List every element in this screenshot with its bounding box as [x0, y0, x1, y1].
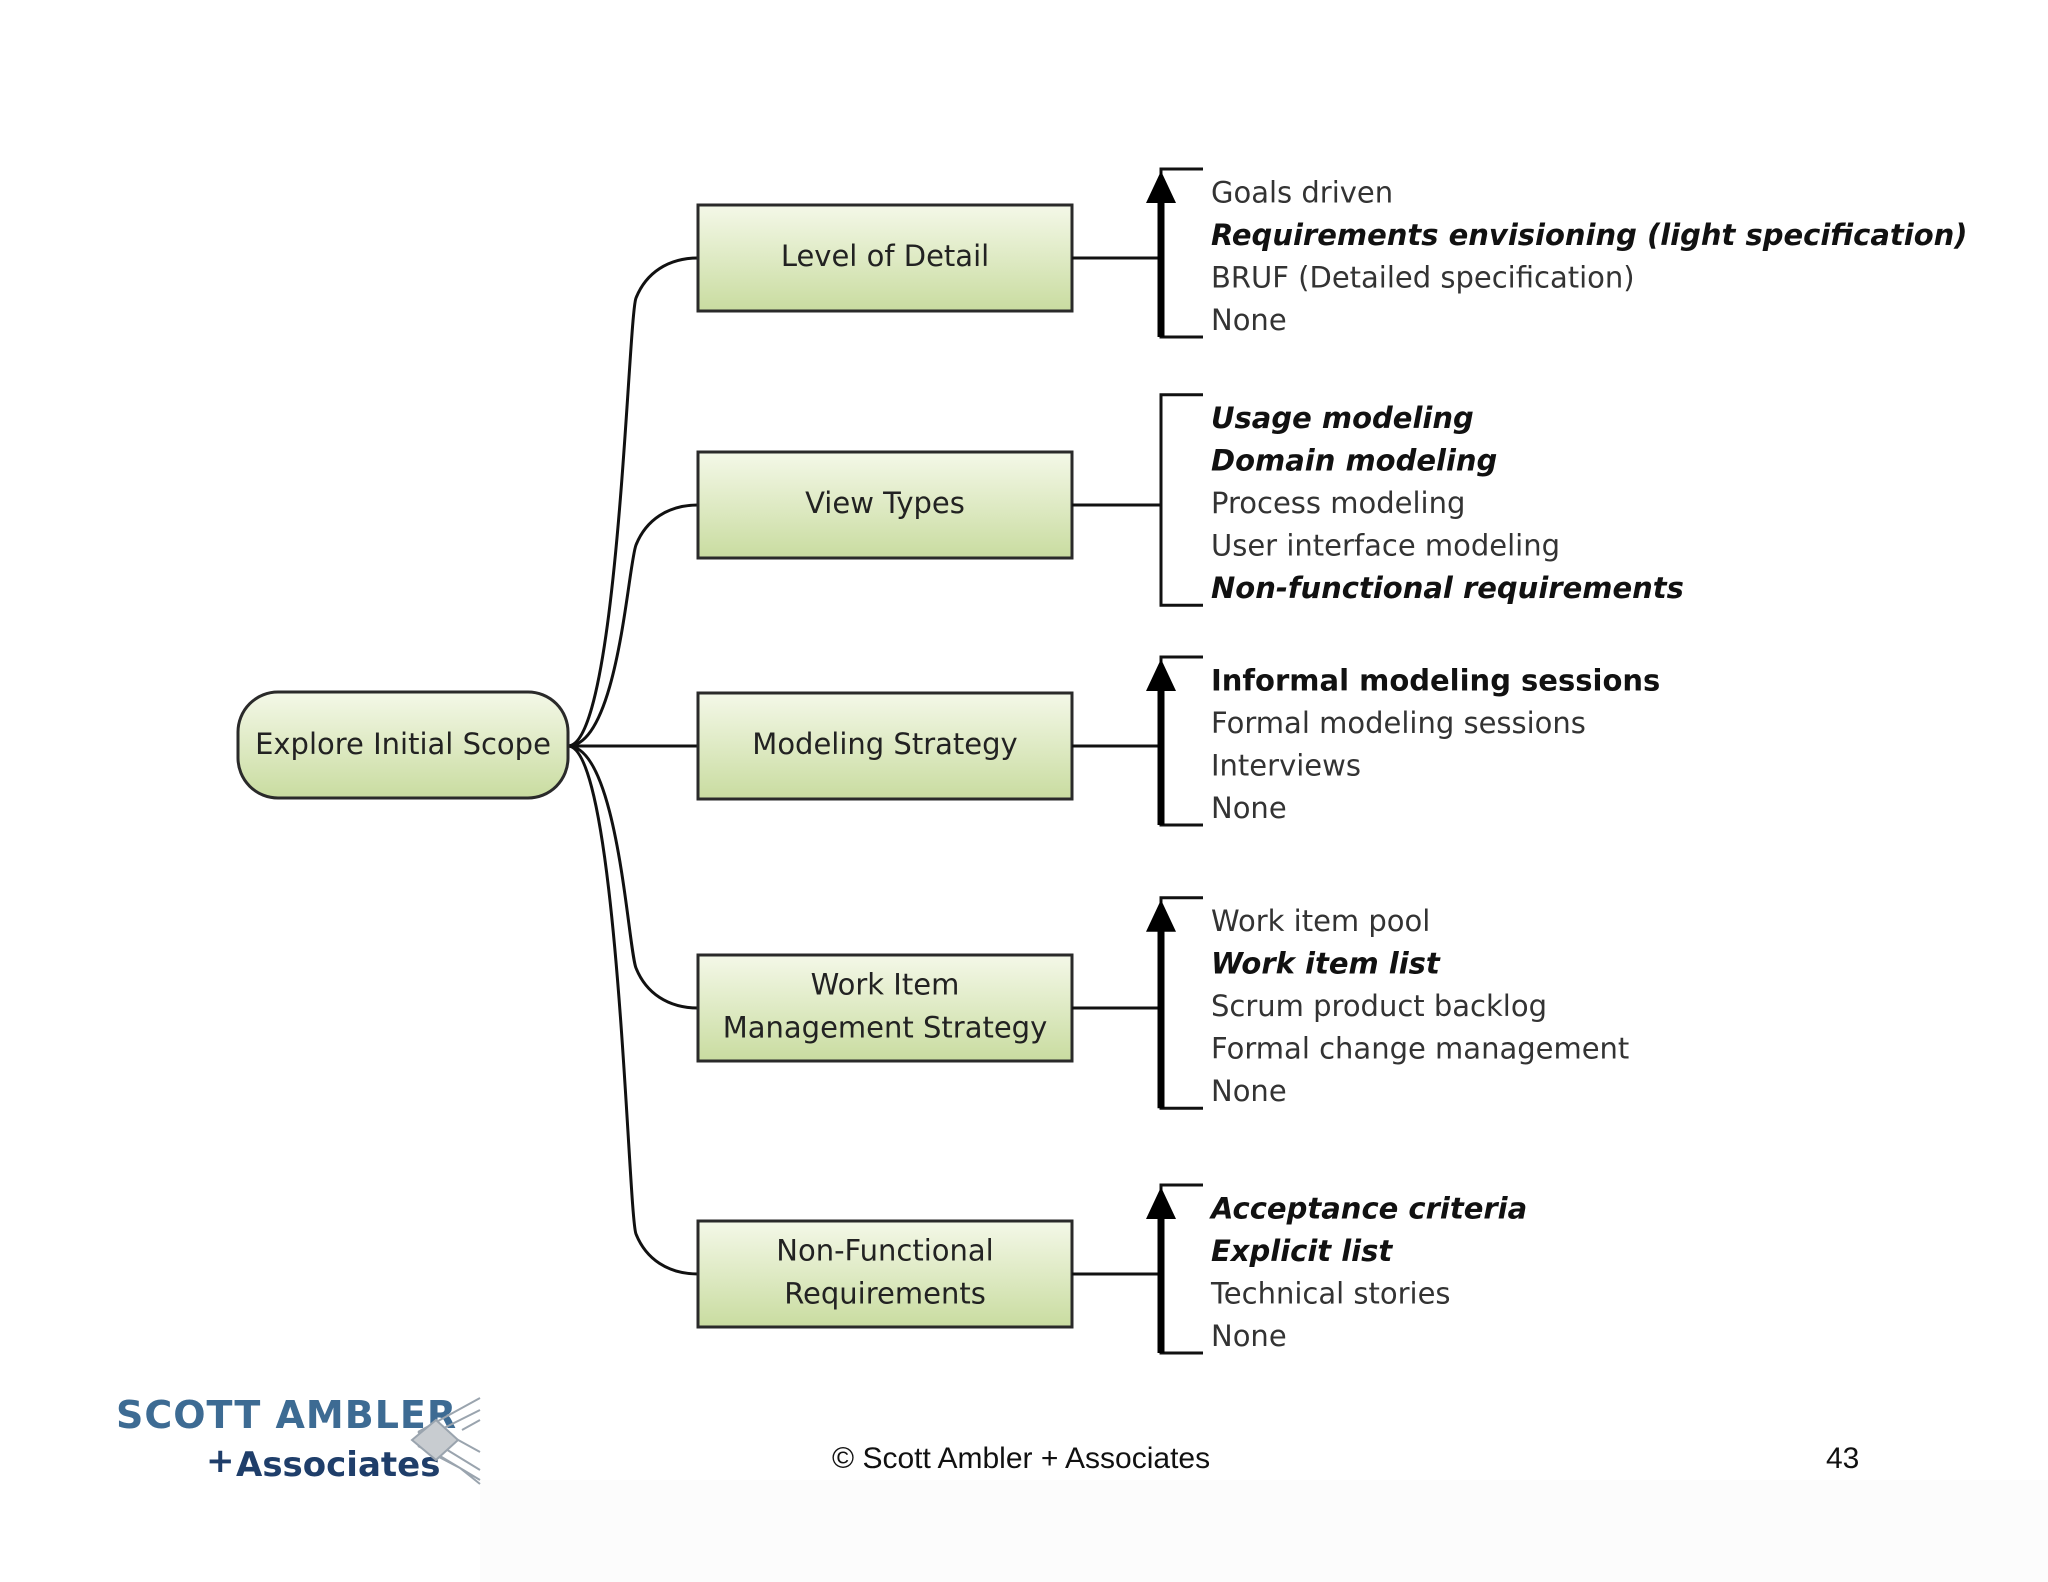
- company-logo: SCOTT AMBLER + Associates: [116, 1393, 481, 1485]
- option-5-3: Technical stories: [1210, 1276, 1451, 1310]
- option-1-1: Goals driven: [1211, 175, 1393, 209]
- option-4-3: Scrum product backlog: [1211, 989, 1547, 1023]
- decision-point-3: Modeling Strategy Informal modeling sessi…: [696, 655, 1660, 827]
- option-2-4: User interface modeling: [1211, 529, 1560, 563]
- connector-1: [567, 256, 699, 748]
- option-3-1: Informal modeling sessions: [1211, 663, 1660, 697]
- connector-4: [567, 744, 699, 1010]
- option-2-2: Domain modeling: [1211, 444, 1497, 478]
- preference-arrow-head-5: [1146, 1187, 1176, 1219]
- option-2-3: Process modeling: [1211, 486, 1465, 520]
- preference-arrow-head-4: [1146, 899, 1176, 932]
- decision-label-4-line-2: Management Strategy: [723, 1011, 1048, 1045]
- option-1-3: BRUF (Detailed specification): [1211, 260, 1635, 294]
- option-4-2: Work item list: [1211, 947, 1441, 981]
- logo-plus-text: +: [206, 1441, 235, 1481]
- decision-box-1: [696, 203, 1074, 313]
- root-node-label: Explore Initial Scope: [255, 727, 551, 761]
- page-number: 43: [1826, 1442, 1859, 1475]
- preference-arrow-head-3: [1146, 659, 1176, 691]
- root-node: Explore Initial Scope: [236, 690, 570, 800]
- option-5-4: None: [1211, 1319, 1287, 1353]
- options-bracket-2: [1159, 393, 1203, 607]
- option-5-1: Acceptance criteria: [1209, 1191, 1527, 1225]
- option-2-1: Usage modeling: [1211, 401, 1474, 435]
- option-1-4: None: [1211, 303, 1287, 337]
- copyright-text: © Scott Ambler + Associates: [832, 1442, 1210, 1475]
- connector-5: [567, 744, 699, 1276]
- decision-label-3-line-1: Modeling Strategy: [752, 727, 1017, 761]
- option-2-5: Non-functional requirements: [1211, 571, 1684, 605]
- decision-box-2: [696, 450, 1074, 560]
- decision-label-5-line-2: Requirements: [784, 1277, 986, 1311]
- decision-label-4-line-1: Work Item: [811, 968, 960, 1002]
- option-3-4: None: [1211, 791, 1287, 825]
- decision-label-1-line-1: Level of Detail: [781, 239, 989, 273]
- root-connectors: [567, 256, 699, 1276]
- root-node-box: [236, 690, 570, 800]
- decision-points: Level of Detail Goals drivenRequirements …: [696, 167, 1968, 1355]
- option-4-1: Work item pool: [1211, 904, 1430, 938]
- decision-point-1: Level of Detail Goals drivenRequirements …: [696, 167, 1968, 339]
- connector-2: [567, 503, 699, 748]
- option-3-2: Formal modeling sessions: [1211, 706, 1586, 740]
- option-4-5: None: [1211, 1074, 1287, 1108]
- decision-label-5-line-1: Non-Functional: [776, 1234, 993, 1268]
- option-5-2: Explicit list: [1211, 1234, 1393, 1268]
- logo-associates-text: Associates: [236, 1445, 440, 1485]
- footer-shading: [480, 1480, 2048, 1582]
- preference-arrow-head-1: [1146, 171, 1176, 203]
- option-4-4: Formal change management: [1211, 1032, 1629, 1066]
- logo-diamond-icon: [410, 1397, 481, 1485]
- option-3-3: Interviews: [1211, 748, 1361, 782]
- option-1-2: Requirements envisioning (light specific…: [1211, 218, 1968, 252]
- decision-label-2-line-1: View Types: [805, 486, 965, 520]
- logo-name-text: SCOTT AMBLER: [116, 1393, 457, 1437]
